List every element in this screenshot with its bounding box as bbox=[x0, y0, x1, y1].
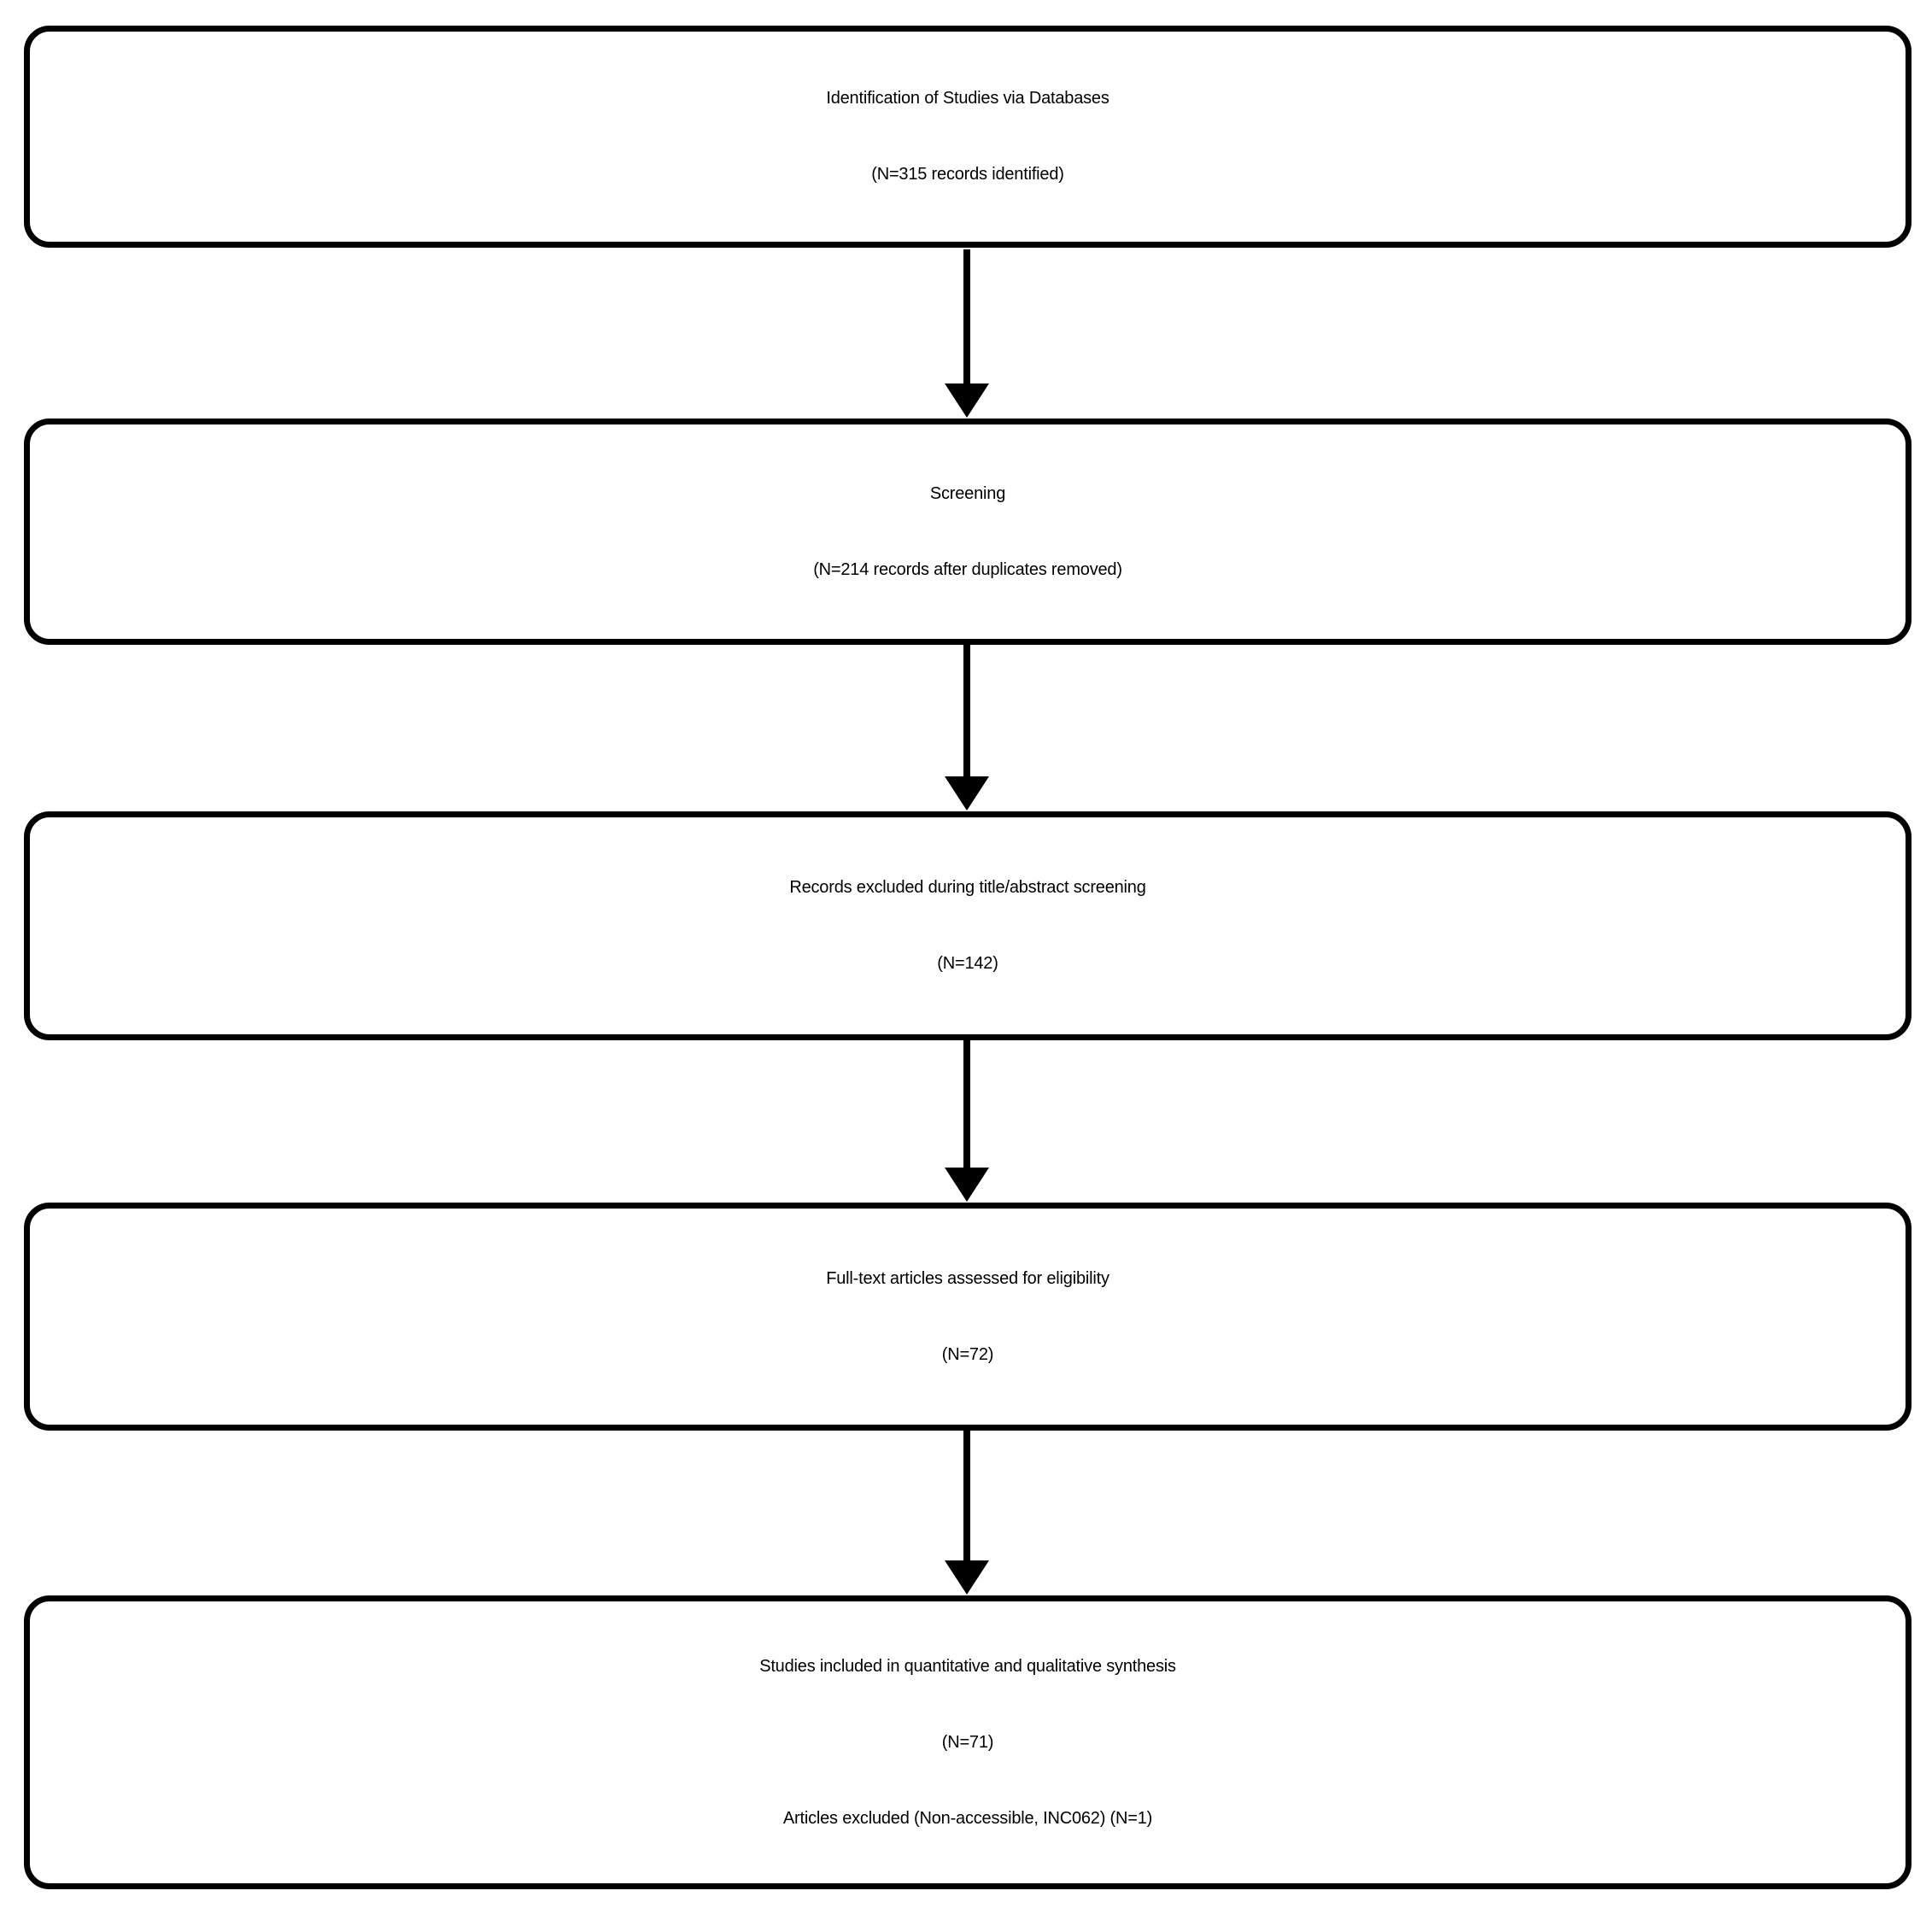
arrow-head-down-icon bbox=[945, 1560, 989, 1595]
flow-box-identification: Identification of Studies via Databases (… bbox=[24, 26, 1912, 248]
arrow-head-down-icon bbox=[945, 1168, 989, 1202]
arrow-head-down-icon bbox=[945, 383, 989, 418]
arrow-shaft-icon bbox=[963, 1429, 970, 1560]
flow-box-screening: Screening (N=214 records after duplicates… bbox=[24, 419, 1912, 645]
flow-box-included: Studies included in quantitative and qua… bbox=[24, 1595, 1912, 1889]
flow-box-records-excluded-line-1: Records excluded during title/abstract s… bbox=[789, 878, 1146, 897]
arrow-head-down-icon bbox=[945, 776, 989, 811]
flow-box-identification-line-2: (N=315 records identified) bbox=[871, 165, 1064, 184]
arrow-shaft-icon bbox=[963, 249, 970, 383]
flow-box-eligibility: Full-text articles assessed for eligibil… bbox=[24, 1203, 1912, 1431]
flow-box-eligibility-line-1: Full-text articles assessed for eligibil… bbox=[826, 1268, 1109, 1288]
flow-box-records-excluded-line-2: (N=142) bbox=[937, 954, 998, 973]
arrow-shaft-icon bbox=[963, 1039, 970, 1168]
flow-box-records-excluded: Records excluded during title/abstract s… bbox=[24, 811, 1912, 1040]
flow-box-included-line-1: Studies included in quantitative and qua… bbox=[759, 1656, 1176, 1676]
flow-box-screening-line-2: (N=214 records after duplicates removed) bbox=[813, 559, 1122, 579]
flow-box-identification-line-1: Identification of Studies via Databases bbox=[826, 89, 1109, 108]
flow-box-eligibility-line-2: (N=72) bbox=[941, 1344, 994, 1364]
flow-box-screening-line-1: Screening bbox=[929, 483, 1006, 503]
arrow-shaft-icon bbox=[963, 643, 970, 776]
flow-box-included-line-3: Articles excluded (Non-accessible, INC06… bbox=[782, 1808, 1153, 1828]
flow-box-included-line-2: (N=71) bbox=[941, 1732, 994, 1752]
